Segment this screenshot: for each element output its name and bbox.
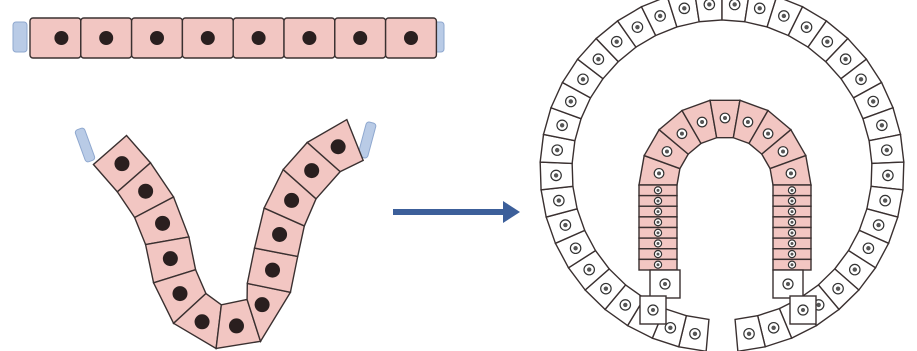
cell-nucleus — [252, 31, 266, 45]
nucleus-dot — [657, 210, 660, 213]
nucleus-dot — [757, 6, 761, 10]
nucleus-dot — [604, 286, 608, 290]
nucleus-dot — [657, 221, 660, 224]
nucleus-dot — [766, 132, 770, 136]
invaginating-sheet — [74, 120, 376, 349]
nucleus-dot — [791, 263, 794, 266]
nucleus-dot — [573, 246, 577, 250]
cell-nucleus — [99, 31, 113, 45]
nucleus-dot — [782, 14, 786, 18]
nucleus-dot — [657, 171, 661, 175]
nucleus-dot — [635, 25, 639, 29]
nucleus-dot — [587, 267, 591, 271]
cell-nucleus — [404, 31, 418, 45]
arrow-head — [503, 201, 520, 223]
nucleus-dot — [557, 198, 561, 202]
cell-nucleus — [304, 163, 319, 178]
nucleus-dot — [680, 132, 684, 136]
nucleus-dot — [657, 231, 660, 234]
nucleus-dot — [804, 25, 808, 29]
nucleus-dot — [791, 210, 794, 213]
nucleus-dot — [825, 39, 829, 43]
nucleus-dot — [789, 171, 793, 175]
nucleus-dot — [693, 332, 697, 336]
cell-nucleus — [150, 31, 164, 45]
nucleus-dot — [801, 308, 805, 312]
nucleus-dot — [866, 246, 870, 250]
cell-nucleus — [138, 184, 153, 199]
nucleus-dot — [886, 173, 890, 177]
nucleus-dot — [781, 150, 785, 154]
nucleus-dot — [843, 57, 847, 61]
nucleus-dot — [791, 242, 794, 245]
nucleus-dot — [791, 189, 794, 192]
nucleus-dot — [596, 57, 600, 61]
cell-nucleus — [353, 31, 367, 45]
cell-nucleus — [163, 251, 178, 266]
nucleus-dot — [836, 286, 840, 290]
nucleus-dot — [859, 77, 863, 81]
flat-epithelial-sheet — [13, 18, 444, 58]
nucleus-dot — [791, 221, 794, 224]
nucleus-dot — [663, 282, 667, 286]
cell-nucleus — [195, 314, 210, 329]
nucleus-dot — [560, 123, 564, 127]
cell-nucleus — [331, 139, 346, 154]
nucleus-dot — [668, 326, 672, 330]
cell-nucleus — [114, 156, 129, 171]
nucleus-dot — [554, 173, 558, 177]
sheet-edge-left — [74, 127, 95, 162]
nucleus-dot — [746, 120, 750, 124]
nucleus-dot — [657, 253, 660, 256]
nucleus-dot — [665, 150, 669, 154]
cell-nucleus — [284, 193, 299, 208]
nucleus-dot — [747, 332, 751, 336]
nucleus-dot — [791, 253, 794, 256]
nucleus-dot — [880, 123, 884, 127]
cell-nucleus — [201, 31, 215, 45]
nucleus-dot — [563, 223, 567, 227]
nucleus-dot — [876, 223, 880, 227]
nucleus-dot — [732, 2, 736, 6]
nucleus-dot — [657, 189, 660, 192]
nucleus-dot — [791, 231, 794, 234]
nucleus-dot — [791, 199, 794, 202]
arrow-shaft — [393, 209, 505, 215]
nucleus-dot — [657, 199, 660, 202]
cell-nucleus — [155, 216, 170, 231]
cell-nucleus — [172, 286, 187, 301]
nucleus-dot — [555, 148, 559, 152]
nucleus-dot — [614, 39, 618, 43]
nucleus-dot — [771, 326, 775, 330]
cell-nucleus — [302, 31, 316, 45]
cell-nucleus — [255, 297, 270, 312]
nucleus-dot — [581, 77, 585, 81]
stage-transition-arrow — [393, 201, 520, 223]
nucleus-dot — [651, 308, 655, 312]
nucleus-dot — [623, 303, 627, 307]
nucleus-dot — [786, 282, 790, 286]
nucleus-dot — [658, 14, 662, 18]
nucleus-dot — [657, 263, 660, 266]
nucleus-dot — [885, 148, 889, 152]
nucleus-dot — [883, 198, 887, 202]
nucleus-dot — [853, 267, 857, 271]
nucleus-dot — [657, 242, 660, 245]
cell-nucleus — [54, 31, 68, 45]
sheet-edge-left — [13, 22, 27, 52]
nucleus-dot — [816, 303, 820, 307]
nucleus-dot — [723, 116, 727, 120]
cup-shaped-invagination — [540, 0, 904, 351]
cell-nucleus — [272, 227, 287, 242]
cell-nucleus — [229, 318, 244, 333]
nucleus-dot — [871, 99, 875, 103]
nucleus-dot — [569, 99, 573, 103]
nucleus-dot — [707, 2, 711, 6]
nucleus-dot — [700, 120, 704, 124]
nucleus-dot — [682, 6, 686, 10]
cell-nucleus — [265, 263, 280, 278]
